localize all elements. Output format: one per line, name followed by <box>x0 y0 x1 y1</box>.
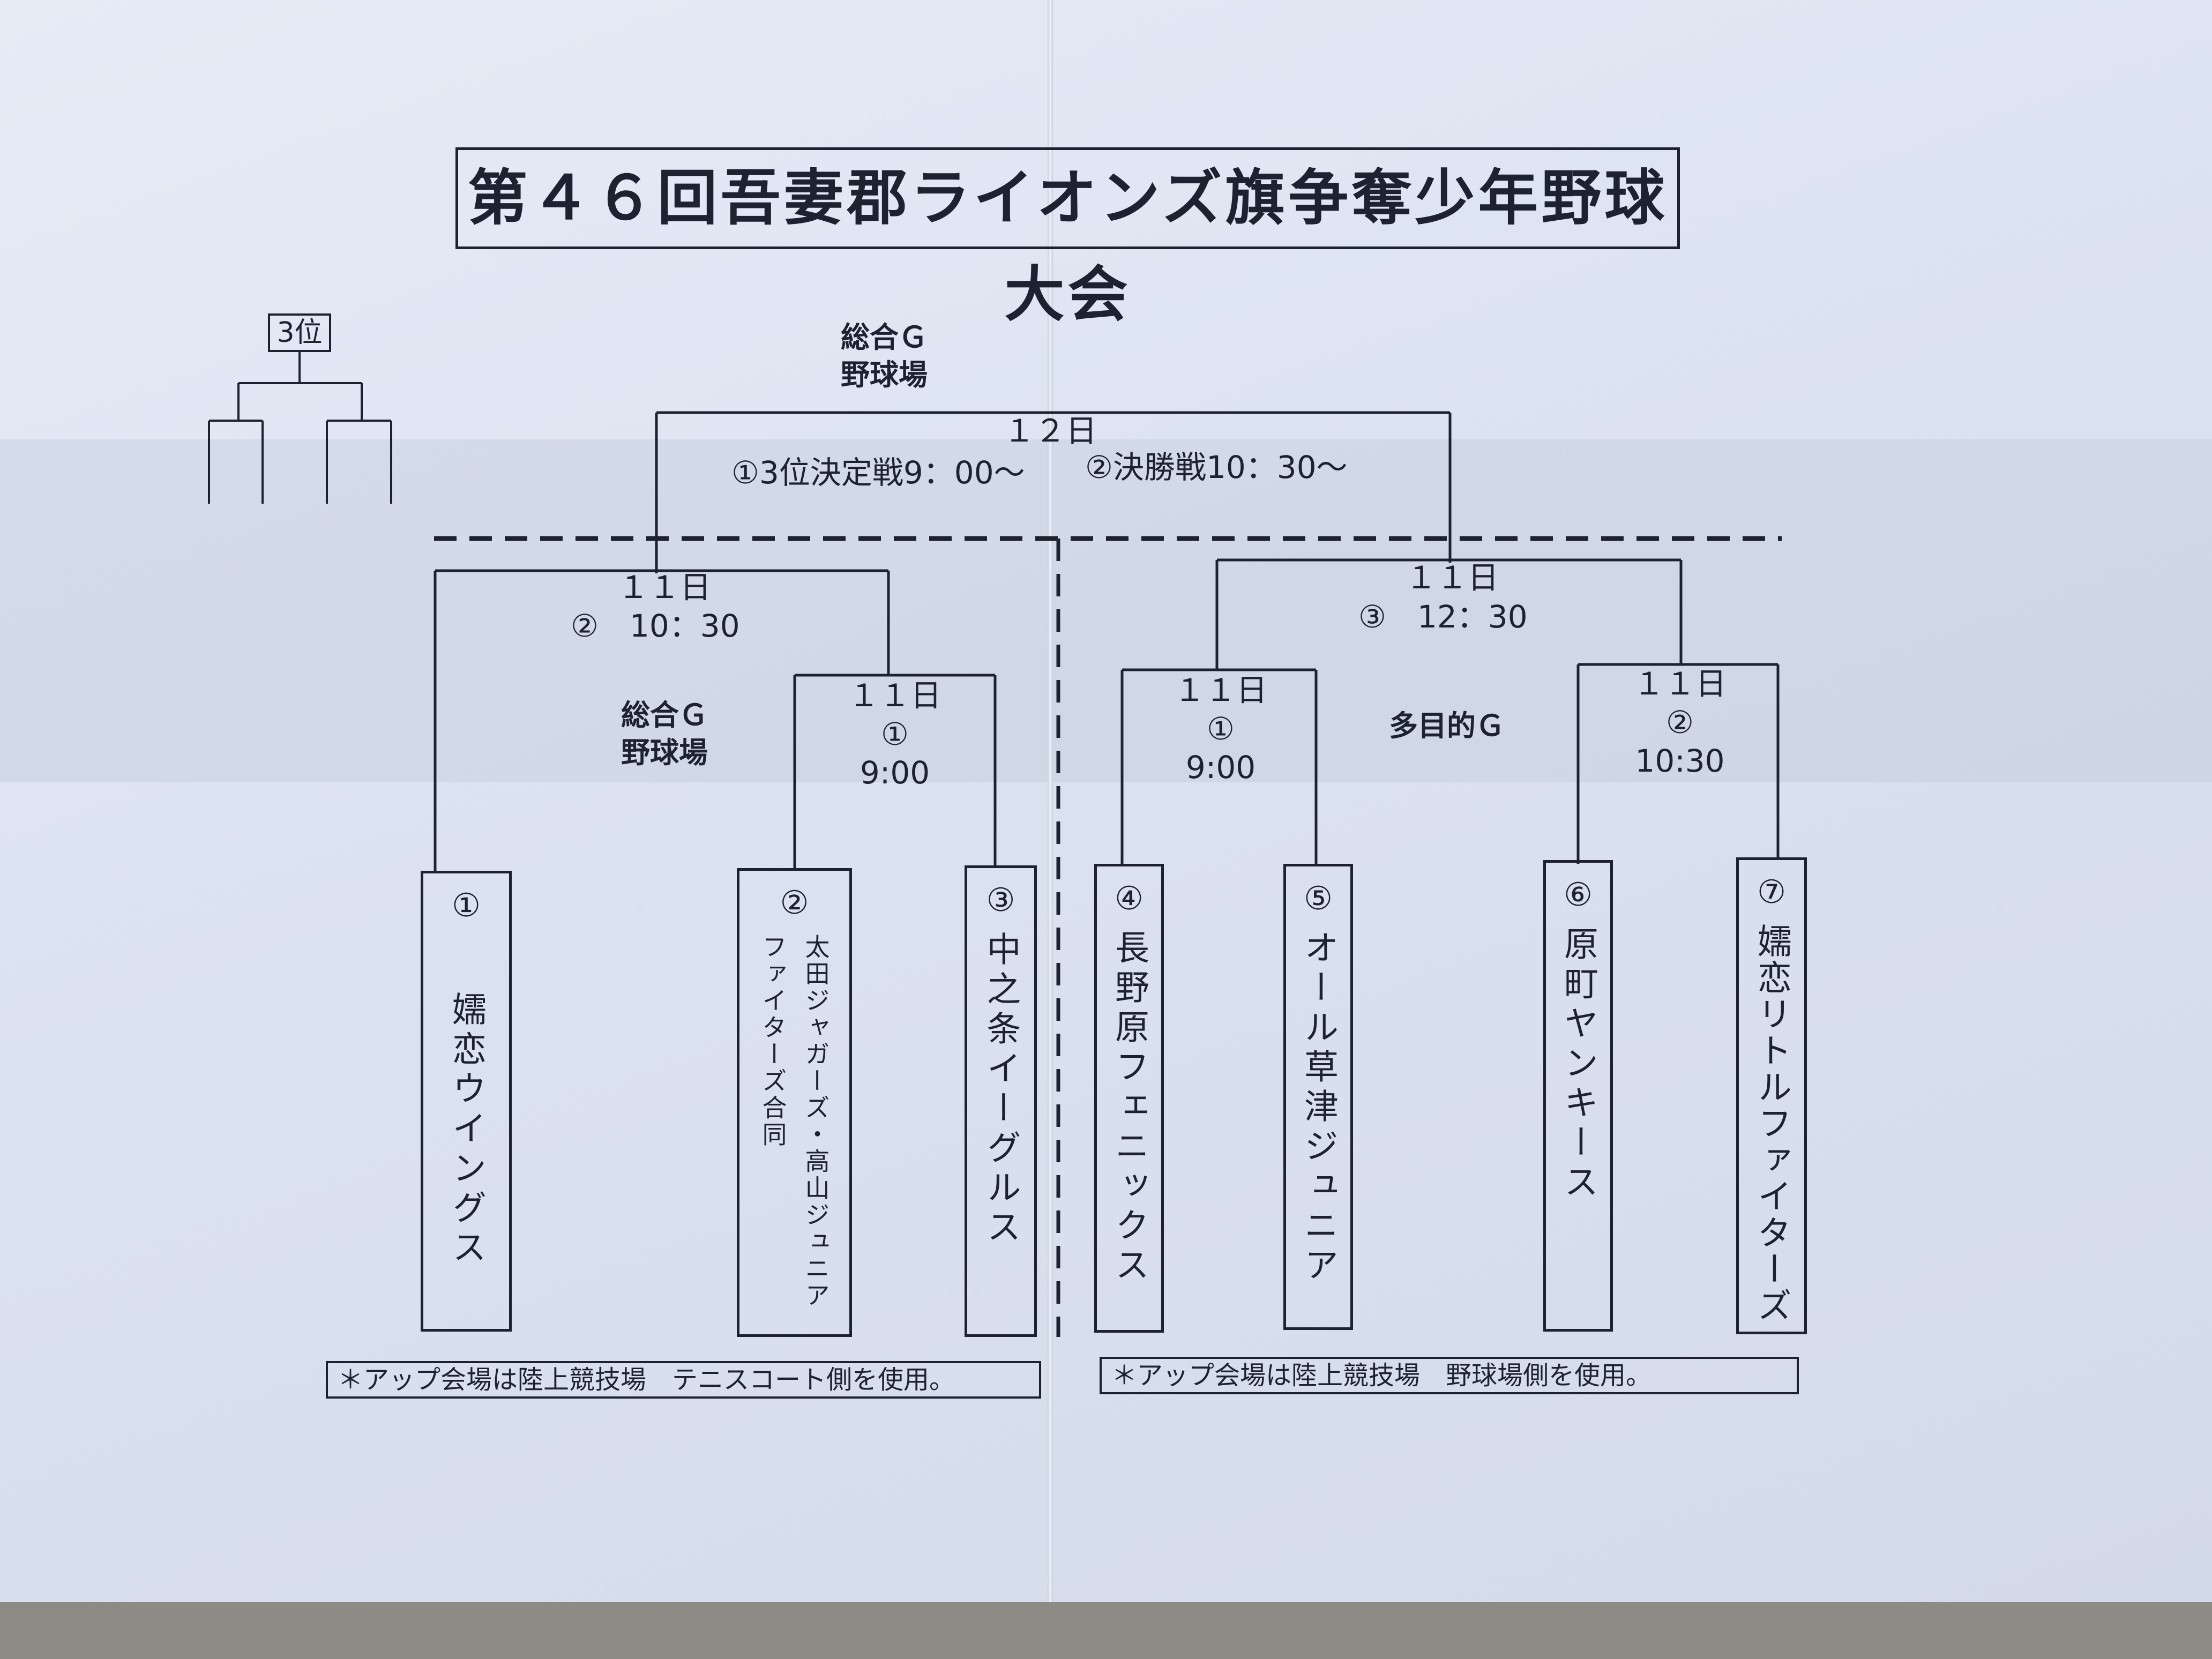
note-left: ＊アップ会場は陸上競技場 テニスコート側を使用。 <box>326 1361 1041 1399</box>
team-seed-1: ① <box>452 887 481 924</box>
team-name-2-line1: 太田ジャガーズ・高山ジュニア <box>801 934 831 1309</box>
game-b-num: ① <box>1207 711 1235 747</box>
team-box-1: ① 嬬恋ウイングス <box>421 871 512 1332</box>
game-c-day: １１日 <box>1633 666 1727 702</box>
shadow-band <box>0 439 2212 782</box>
game-a: １１日 ① 9:00 <box>841 676 948 792</box>
team-seed-3: ③ <box>986 881 1015 919</box>
third-place-bracket <box>208 352 392 504</box>
left-venue-line1: 総合Ｇ <box>621 698 708 732</box>
right-semi-day: １１日 <box>1405 559 1499 596</box>
game-b-day: １１日 <box>1174 672 1267 708</box>
right-game2-bracket <box>1576 663 1780 864</box>
game-b: １１日 ① 9:00 <box>1167 671 1274 787</box>
final-day: １２日 <box>1003 413 1097 449</box>
team-seed-6: ⑥ <box>1564 876 1593 914</box>
final-bracket <box>655 411 1452 573</box>
team-seed-7: ⑦ <box>1757 873 1786 911</box>
team-name-2: 太田ジャガーズ・高山ジュニア ファイターズ合同 <box>756 934 834 1309</box>
game-c: １１日 ② 10:30 <box>1624 664 1736 780</box>
right-semi-bracket <box>1215 558 1683 670</box>
game-a-num: ① <box>881 716 909 752</box>
left-semi-bracket <box>434 569 890 871</box>
team-box-5: ⑤ オール草津ジュニア <box>1283 864 1353 1330</box>
team-name-3: 中之条イーグルス <box>981 931 1021 1249</box>
tournament-title: 第４６回吾妻郡ライオンズ旗争奪少年野球大会 <box>455 147 1680 330</box>
team-name-5: オール草津ジュニア <box>1298 930 1338 1287</box>
third-place-box: 3位 <box>268 313 331 352</box>
game-b-time: 9:00 <box>1185 749 1256 786</box>
paper-fold <box>1048 0 1053 1602</box>
team-seed-4: ④ <box>1115 880 1144 917</box>
team-name-6: 原町ヤンキース <box>1558 926 1598 1204</box>
left-semi-day: １１日 <box>617 569 711 606</box>
ground <box>0 1602 2212 1659</box>
game-a-time: 9:00 <box>860 754 930 791</box>
left-venue: 総合Ｇ 野球場 <box>608 697 721 772</box>
team-name-4: 長野原フェニックス <box>1109 930 1149 1287</box>
game-a-day: １１日 <box>848 677 941 714</box>
left-semi-game: ② 10：30 <box>571 608 740 644</box>
left-venue-line2: 野球場 <box>621 736 708 769</box>
right-game1-bracket <box>1120 668 1318 865</box>
final-venue: 総合Ｇ 野球場 <box>828 319 940 394</box>
team-box-7: ⑦ 嬬恋リトルファイターズ <box>1736 857 1807 1334</box>
team-name-1: 嬬恋ウイングス <box>446 991 486 1269</box>
game-c-time: 10:30 <box>1635 743 1725 779</box>
team-name-2-line2: ファイターズ合同 <box>758 934 788 1148</box>
team-box-3: ③ 中之条イーグルス <box>965 865 1037 1337</box>
final-venue-line1: 総合Ｇ <box>841 320 928 354</box>
final-venue-line2: 野球場 <box>841 358 928 392</box>
third-place-match: ①3位決定戦9：00～ <box>731 454 1025 491</box>
team-seed-2: ② <box>780 884 809 922</box>
team-box-2: ② 太田ジャガーズ・高山ジュニア ファイターズ合同 <box>737 868 852 1337</box>
championship-match: ②決勝戦10：30～ <box>1085 449 1348 485</box>
team-box-4: ④ 長野原フェニックス <box>1094 864 1164 1333</box>
team-seed-5: ⑤ <box>1304 880 1333 917</box>
team-box-6: ⑥ 原町ヤンキース <box>1543 860 1613 1332</box>
game-c-num: ② <box>1666 704 1694 741</box>
right-venue: 多目的Ｇ <box>1389 709 1505 743</box>
paper-sheet <box>0 0 2212 1602</box>
left-game-bracket <box>793 674 997 868</box>
note-right: ＊アップ会場は陸上競技場 野球場側を使用。 <box>1100 1357 1799 1394</box>
right-semi-game: ③ 12：30 <box>1358 599 1528 635</box>
team-name-7: 嬬恋リトルファイターズ <box>1752 923 1791 1324</box>
